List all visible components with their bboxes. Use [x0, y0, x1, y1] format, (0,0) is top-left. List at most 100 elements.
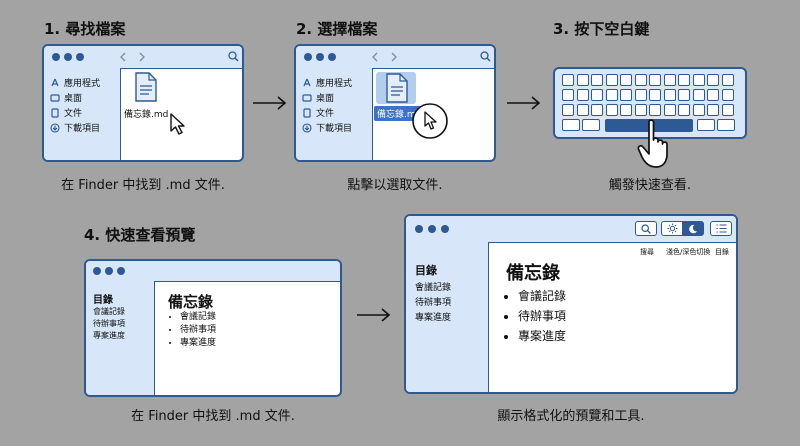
dark-mode-button[interactable] — [682, 221, 704, 236]
keyboard-key[interactable] — [582, 119, 600, 131]
keyboard-key[interactable] — [663, 74, 676, 86]
keyboard-key[interactable] — [649, 104, 661, 116]
keyboard-key[interactable] — [562, 104, 574, 116]
toc-item[interactable]: 專案進度 — [93, 331, 125, 340]
window-dot[interactable] — [316, 53, 324, 61]
keyboard-key[interactable] — [591, 104, 603, 116]
toc-item[interactable]: 會議記錄 — [415, 283, 452, 293]
keyboard-key[interactable] — [605, 74, 618, 86]
list-item: 待辦事項 — [180, 324, 216, 337]
list-item: 會議記錄 — [180, 311, 216, 324]
sidebar-item-downloads[interactable]: 下載項目 — [50, 121, 100, 134]
toc-button[interactable] — [710, 221, 732, 236]
toc-item[interactable]: 會議記錄 — [93, 307, 125, 316]
keyboard-key[interactable] — [634, 89, 647, 101]
sidebar-item-downloads[interactable]: 下載項目 — [302, 121, 352, 134]
window-dot[interactable] — [76, 53, 84, 61]
toc-item[interactable]: 待辦事項 — [93, 319, 125, 328]
keyboard-key[interactable] — [707, 89, 719, 101]
toc-item[interactable]: 專案進度 — [415, 313, 452, 323]
keyboard-key[interactable] — [605, 89, 618, 101]
keyboard-key[interactable] — [692, 89, 705, 101]
keyboard-key[interactable] — [707, 104, 719, 116]
keyboard-key[interactable] — [562, 89, 574, 101]
keyboard-key[interactable] — [717, 119, 735, 131]
quicklook-preview-large: 搜尋 淺色/深色切換 目錄 目錄 會議記錄 待辦事項 專案進度 備忘錄 會議記錄… — [404, 214, 738, 394]
keyboard-key[interactable] — [605, 104, 618, 116]
sidebar-item-applications[interactable]: 應用程式 — [302, 76, 352, 89]
step5-caption: 顯示格式化的預覽和工具. — [497, 409, 645, 424]
search-icon — [641, 223, 651, 234]
file-name-selected[interactable]: 備忘錄.md — [374, 106, 425, 121]
keyboard-key[interactable] — [721, 104, 734, 116]
window-dot[interactable] — [441, 225, 449, 233]
keyboard-key[interactable] — [692, 74, 705, 86]
window-dot[interactable] — [64, 53, 72, 61]
keyboard-key[interactable] — [562, 74, 574, 86]
file-icon[interactable] — [385, 73, 409, 103]
keyboard-key[interactable] — [678, 89, 690, 101]
cursor-icon — [170, 113, 185, 135]
nav-arrows-icon[interactable] — [372, 52, 398, 62]
window-dot[interactable] — [304, 53, 312, 61]
file-name[interactable]: 備忘錄.md — [124, 110, 169, 120]
search-button[interactable] — [635, 221, 657, 236]
list-icon — [716, 224, 726, 233]
keyboard-key[interactable] — [649, 74, 661, 86]
finder-window-2: 應用程式 桌面 文件 下載項目 備忘錄.md — [294, 44, 496, 162]
keyboard-key[interactable] — [620, 89, 632, 101]
window-titlebar — [86, 261, 340, 282]
sidebar-item-desktop[interactable]: 桌面 — [50, 91, 82, 104]
search-icon[interactable] — [480, 51, 491, 62]
keyboard-key[interactable] — [620, 104, 632, 116]
step4-title: 4. 快速查看預覽 — [84, 226, 196, 244]
window-titlebar — [406, 216, 736, 243]
keyboard-key[interactable] — [663, 104, 676, 116]
keyboard-key[interactable] — [591, 74, 603, 86]
preview-bullet-list: 會議記錄 待辦事項 專案進度 — [166, 311, 216, 350]
search-icon[interactable] — [228, 51, 239, 62]
keyboard-key[interactable] — [721, 74, 734, 86]
window-dot[interactable] — [105, 267, 113, 275]
window-dot[interactable] — [93, 267, 101, 275]
sidebar-item-applications[interactable]: 應用程式 — [50, 76, 100, 89]
window-dot[interactable] — [415, 225, 423, 233]
download-icon — [302, 122, 312, 133]
list-item: 專案進度 — [518, 326, 566, 346]
keyboard-key[interactable] — [591, 89, 603, 101]
window-dot[interactable] — [428, 225, 436, 233]
keyboard-key[interactable] — [649, 89, 661, 101]
moon-icon — [689, 224, 697, 233]
keyboard-key[interactable] — [576, 104, 589, 116]
sidebar-item-documents[interactable]: 文件 — [302, 106, 334, 119]
sidebar-item-label: 應用程式 — [64, 79, 101, 89]
keyboard-key[interactable] — [576, 74, 589, 86]
keyboard-key[interactable] — [663, 89, 676, 101]
window-dot[interactable] — [52, 53, 60, 61]
light-mode-button[interactable] — [661, 221, 683, 236]
keyboard-key[interactable] — [634, 74, 647, 86]
keyboard-key[interactable] — [678, 104, 690, 116]
file-icon[interactable] — [134, 72, 158, 102]
keyboard-key[interactable] — [678, 74, 690, 86]
keyboard-key[interactable] — [721, 89, 734, 101]
keyboard-key[interactable] — [576, 89, 589, 101]
keyboard-key[interactable] — [562, 119, 580, 131]
toc-item[interactable]: 待辦事項 — [415, 298, 452, 308]
step1-caption: 在 Finder 中找到 .md 文件. — [61, 178, 225, 193]
sidebar-item-desktop[interactable]: 桌面 — [302, 91, 334, 104]
sidebar-item-documents[interactable]: 文件 — [50, 106, 82, 119]
keyboard-key[interactable] — [707, 74, 719, 86]
keyboard-key[interactable] — [620, 74, 632, 86]
step3-caption: 觸發快速查看. — [608, 178, 692, 193]
nav-arrows-icon[interactable] — [120, 52, 146, 62]
window-dot[interactable] — [117, 267, 125, 275]
step2-caption: 點擊以選取文件. — [347, 178, 443, 193]
quicklook-preview-small: 目錄 會議記錄 待辦事項 專案進度 備忘錄 會議記錄 待辦事項 專案進度 — [84, 259, 342, 397]
window-dot[interactable] — [328, 53, 336, 61]
hand-pointer-icon — [637, 119, 668, 168]
keyboard-key[interactable] — [697, 119, 715, 131]
keyboard-key[interactable] — [692, 104, 705, 116]
keyboard-key[interactable] — [634, 104, 647, 116]
step1-title: 1. 尋找檔案 — [44, 20, 126, 38]
